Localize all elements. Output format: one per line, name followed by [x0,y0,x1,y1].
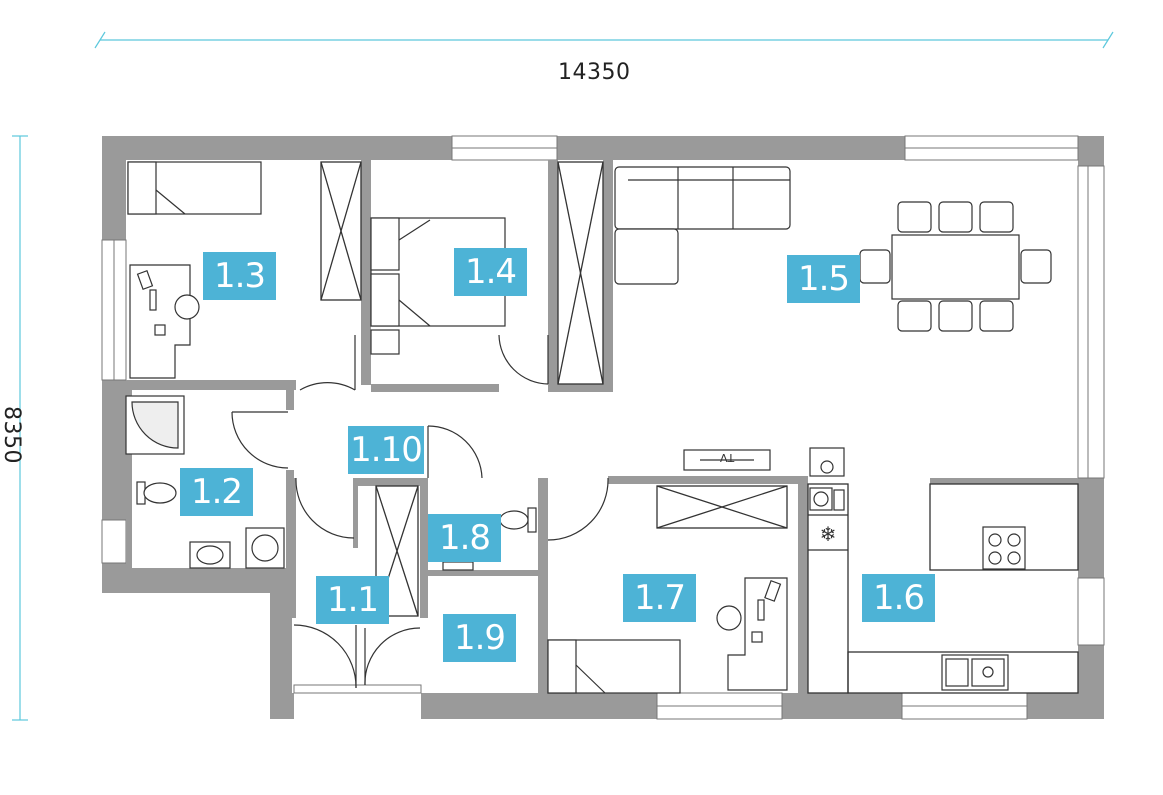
room-label-1.7: 1.7 [623,574,696,622]
single-bed-icon [547,639,681,694]
fridge-icon: ❄ [809,447,845,546]
room-outlines [320,161,1079,694]
washing-machine-icon [245,527,285,569]
kitchen-sink-icon [941,654,1009,691]
width-dimension-line [94,31,1114,49]
tv-label: TV [720,451,735,464]
room-label-1.8: 1.8 [428,514,501,562]
dining-table-icon [859,201,1052,332]
bed-icon [127,161,262,215]
toilet-icon [136,481,177,505]
stove-icon [982,526,1026,570]
svg-text:❄: ❄ [820,522,837,546]
exterior-walls [102,136,1104,719]
height-dimension-line [12,135,28,721]
doors [231,334,609,689]
windows [101,135,1105,720]
desk-icon [129,264,200,379]
width-dimension-label: 14350 [558,60,631,85]
room-label-1.5: 1.5 [787,255,860,303]
sink-icon [189,541,231,569]
shower-icon [125,395,185,455]
toilet-icon-small [442,507,537,571]
interior-walls [126,160,1078,693]
room-label-1.3: 1.3 [203,252,276,300]
height-dimension-label: 8350 [0,406,24,464]
desk-icon-2 [716,577,788,691]
room-label-1.2: 1.2 [180,468,253,516]
room-label-1.9: 1.9 [443,614,516,662]
room-label-1.1: 1.1 [316,576,389,624]
room-label-1.4: 1.4 [454,248,527,296]
sofa-icon [614,166,791,285]
tv-icon [683,449,771,471]
room-label-1.10: 1.10 [348,426,424,474]
room-label-1.6: 1.6 [862,574,935,622]
